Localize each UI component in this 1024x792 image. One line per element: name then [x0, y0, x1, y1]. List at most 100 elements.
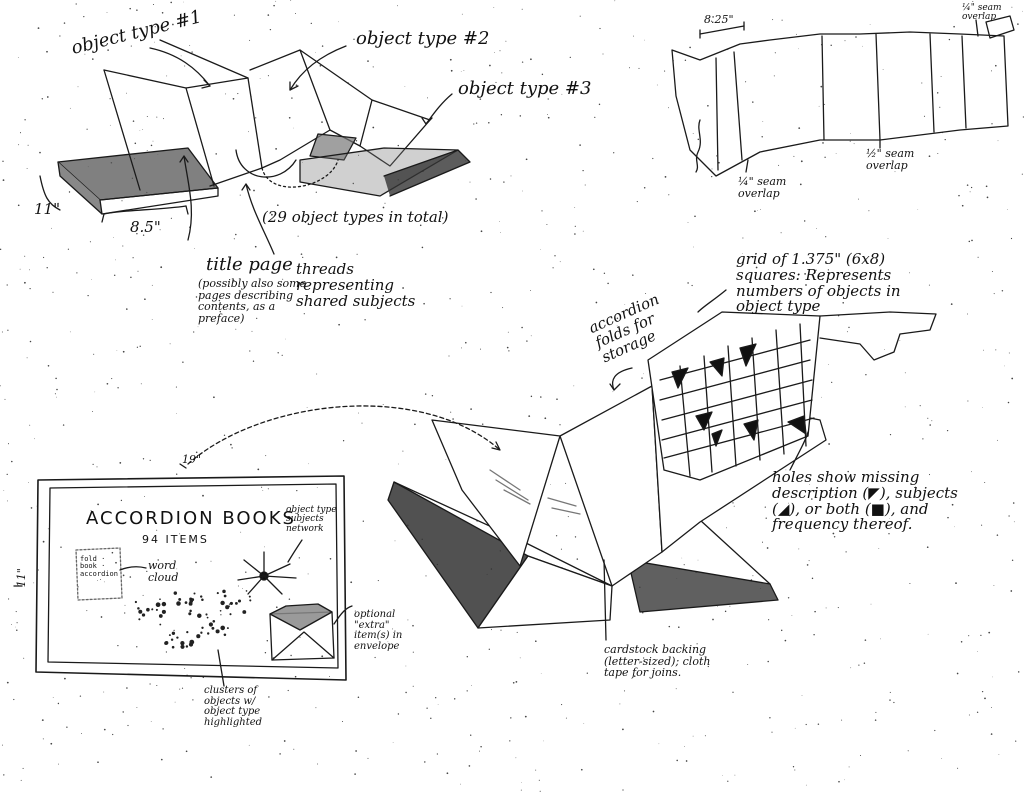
paper-speck [170, 1, 172, 4]
paper-speck [189, 44, 191, 46]
paper-speck [955, 582, 957, 584]
paper-speck [52, 291, 54, 293]
paper-speck [237, 93, 239, 95]
paper-speck [889, 691, 891, 693]
paper-speck [490, 629, 493, 631]
paper-speck [811, 498, 813, 500]
paper-speck [643, 186, 646, 189]
cluster-dot [216, 592, 219, 595]
paper-speck [826, 292, 828, 294]
paper-speck [27, 144, 29, 146]
paper-speck [787, 525, 788, 527]
paper-speck [109, 98, 111, 100]
paper-speck [732, 502, 734, 504]
paper-speck [814, 610, 816, 613]
paper-speck [801, 695, 803, 696]
paper-speck [668, 107, 669, 109]
paper-speck [364, 319, 366, 321]
cluster-dot [212, 620, 216, 623]
paper-speck [741, 253, 743, 254]
paper-speck [113, 237, 114, 239]
paper-speck [643, 373, 644, 375]
paper-speck [934, 729, 936, 732]
paper-speck [450, 411, 452, 413]
paper-speck [156, 116, 158, 118]
paper-speck [54, 393, 56, 395]
paper-speck [841, 719, 843, 721]
paper-speck [769, 717, 771, 719]
paper-speck [992, 676, 993, 678]
paper-speck [560, 548, 562, 550]
paper-speck [1004, 365, 1006, 367]
paper-speck [880, 638, 881, 640]
paper-speck [971, 239, 973, 242]
paper-speck [47, 365, 50, 367]
paper-speck [317, 763, 319, 765]
paper-speck [402, 287, 404, 289]
paper-speck [798, 127, 801, 129]
paper-speck [923, 115, 926, 117]
paper-speck [473, 123, 475, 125]
paper-speck [804, 273, 806, 275]
cluster-dot [138, 609, 143, 614]
paper-speck [120, 499, 123, 502]
paper-speck [1017, 23, 1019, 25]
paper-speck [940, 76, 942, 78]
cluster-dot [211, 626, 215, 630]
paper-speck [302, 256, 304, 259]
paper-speck [46, 96, 49, 98]
accordion-strip-sketch [671, 15, 1015, 177]
paper-speck [1021, 173, 1023, 175]
paper-speck [515, 757, 517, 759]
paper-speck [754, 210, 756, 213]
paper-speck [387, 641, 389, 643]
paper-speck [845, 490, 847, 493]
paper-speck [58, 763, 59, 765]
paper-speck [68, 191, 71, 193]
paper-speck [957, 767, 959, 769]
paper-speck [530, 395, 533, 398]
paper-speck [868, 210, 870, 212]
paper-speck [622, 728, 624, 731]
paper-speck [99, 579, 101, 580]
paper-speck [766, 547, 769, 549]
paper-speck [294, 675, 297, 678]
paper-speck [103, 728, 106, 731]
paper-speck [149, 459, 151, 462]
paper-speck [195, 296, 198, 298]
paper-speck [122, 574, 125, 577]
paper-speck [899, 521, 902, 524]
paper-speck [765, 517, 767, 519]
paper-speck [140, 383, 142, 385]
paper-speck [805, 284, 807, 286]
paper-speck [827, 269, 830, 271]
paper-speck [712, 618, 714, 621]
paper-speck [711, 175, 713, 178]
paper-speck [559, 261, 561, 263]
paper-speck [893, 701, 895, 704]
paper-speck [967, 400, 969, 402]
paper-speck [718, 161, 720, 164]
paper-speck [899, 340, 901, 341]
paper-speck [275, 0, 277, 2]
paper-speck [515, 681, 518, 683]
paper-speck [129, 7, 131, 10]
cluster-dot [189, 597, 193, 601]
label-clusters: clusters of objects w/ object type highl… [204, 685, 263, 728]
paper-speck [1007, 401, 1010, 404]
paper-speck [90, 510, 92, 512]
paper-speck [642, 612, 644, 614]
paper-speck [402, 450, 404, 452]
paper-speck [96, 466, 98, 468]
paper-speck [22, 767, 24, 769]
paper-speck [909, 272, 911, 274]
paper-speck [361, 422, 363, 424]
paper-speck [998, 754, 1000, 755]
paper-speck [288, 116, 291, 119]
paper-speck [84, 53, 86, 55]
paper-speck [397, 144, 399, 147]
paper-speck [710, 20, 713, 22]
paper-speck [687, 222, 689, 223]
paper-speck [132, 120, 135, 122]
